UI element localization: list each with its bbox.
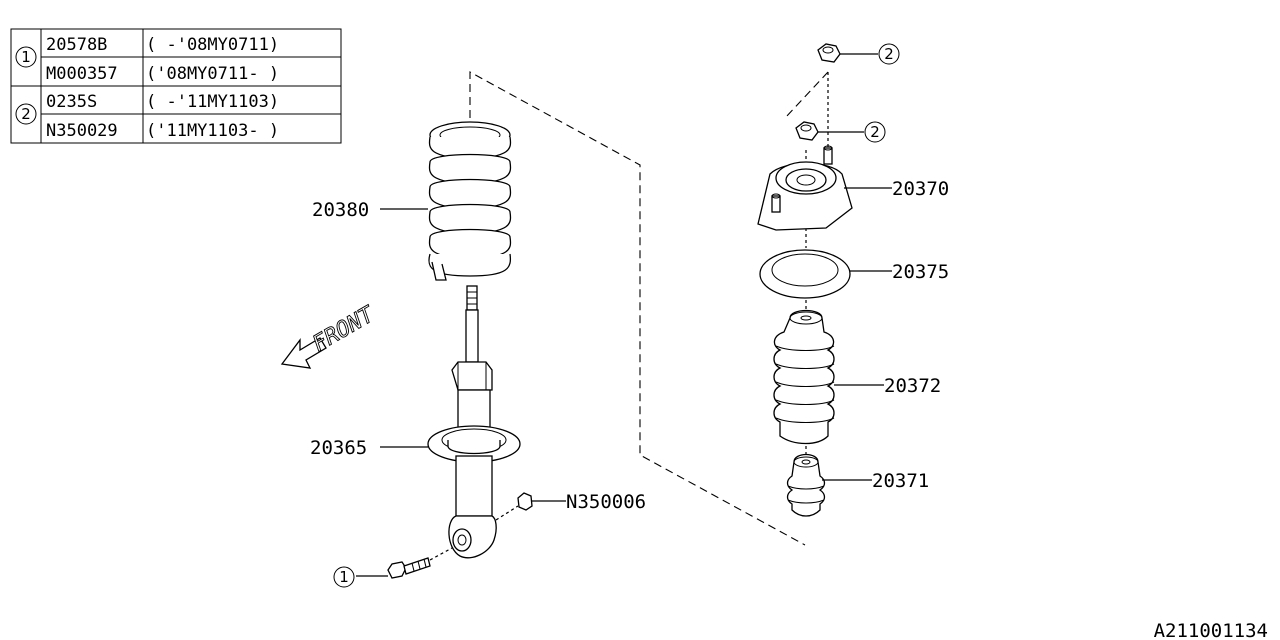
- strut-label: 20365: [310, 437, 367, 459]
- spring-seat-label: 20375: [892, 261, 949, 283]
- legend-ref-2: 2: [21, 105, 31, 123]
- dust-boot-20372: [773, 309, 884, 445]
- coil-spring-20380: [380, 121, 512, 281]
- mount-nut: [795, 121, 864, 141]
- legend-part-number: 0235S: [46, 92, 97, 112]
- front-label: FRONT: [309, 302, 380, 358]
- nut-n350006: [495, 492, 566, 521]
- top-nut: [817, 43, 878, 63]
- bolt-callout: 1: [339, 568, 349, 586]
- legend-part-number: M000357: [46, 64, 118, 84]
- legend-ref-1: 1: [21, 48, 31, 66]
- mount-nut-callout-circle: [864, 121, 886, 143]
- legend-ref-1-circle: [15, 46, 37, 68]
- bump-stop-20371: [786, 453, 872, 517]
- top-nut-callout-circle: [878, 43, 900, 65]
- legend-date-range: ('08MY0711- ): [146, 64, 279, 84]
- legend-date-range: ( -'11MY1103): [146, 92, 279, 112]
- legend-part-number: N350029: [46, 121, 118, 141]
- dust-boot-label: 20372: [884, 375, 941, 397]
- legend-ref-2-circle: [15, 103, 37, 125]
- strut-mount-20370: [757, 145, 892, 231]
- assembly-guide-lines: [469, 71, 829, 546]
- drawing-id: A211001134: [1154, 620, 1268, 640]
- bolt: [356, 547, 453, 579]
- mount-nut-callout: 2: [870, 123, 880, 141]
- legend-date-range: ( -'08MY0711): [146, 35, 279, 55]
- coil-spring-label: 20380: [312, 199, 369, 221]
- bolt-callout-circle: [333, 566, 355, 588]
- legend-date-range: ('11MY1103- ): [146, 121, 279, 141]
- strut-20365: [380, 285, 521, 559]
- top-nut-callout: 2: [884, 45, 894, 63]
- front-arrow-icon: FRONT: [280, 301, 380, 369]
- nut-label: N350006: [566, 491, 646, 513]
- legend-part-number: 20578B: [46, 35, 107, 55]
- legend-table: 1 2 20578B ( -'08MY0711) M000357 ('08MY0…: [10, 28, 342, 144]
- strut-mount-label: 20370: [892, 178, 949, 200]
- bump-stop-label: 20371: [872, 470, 929, 492]
- spring-seat-20375: [759, 249, 892, 299]
